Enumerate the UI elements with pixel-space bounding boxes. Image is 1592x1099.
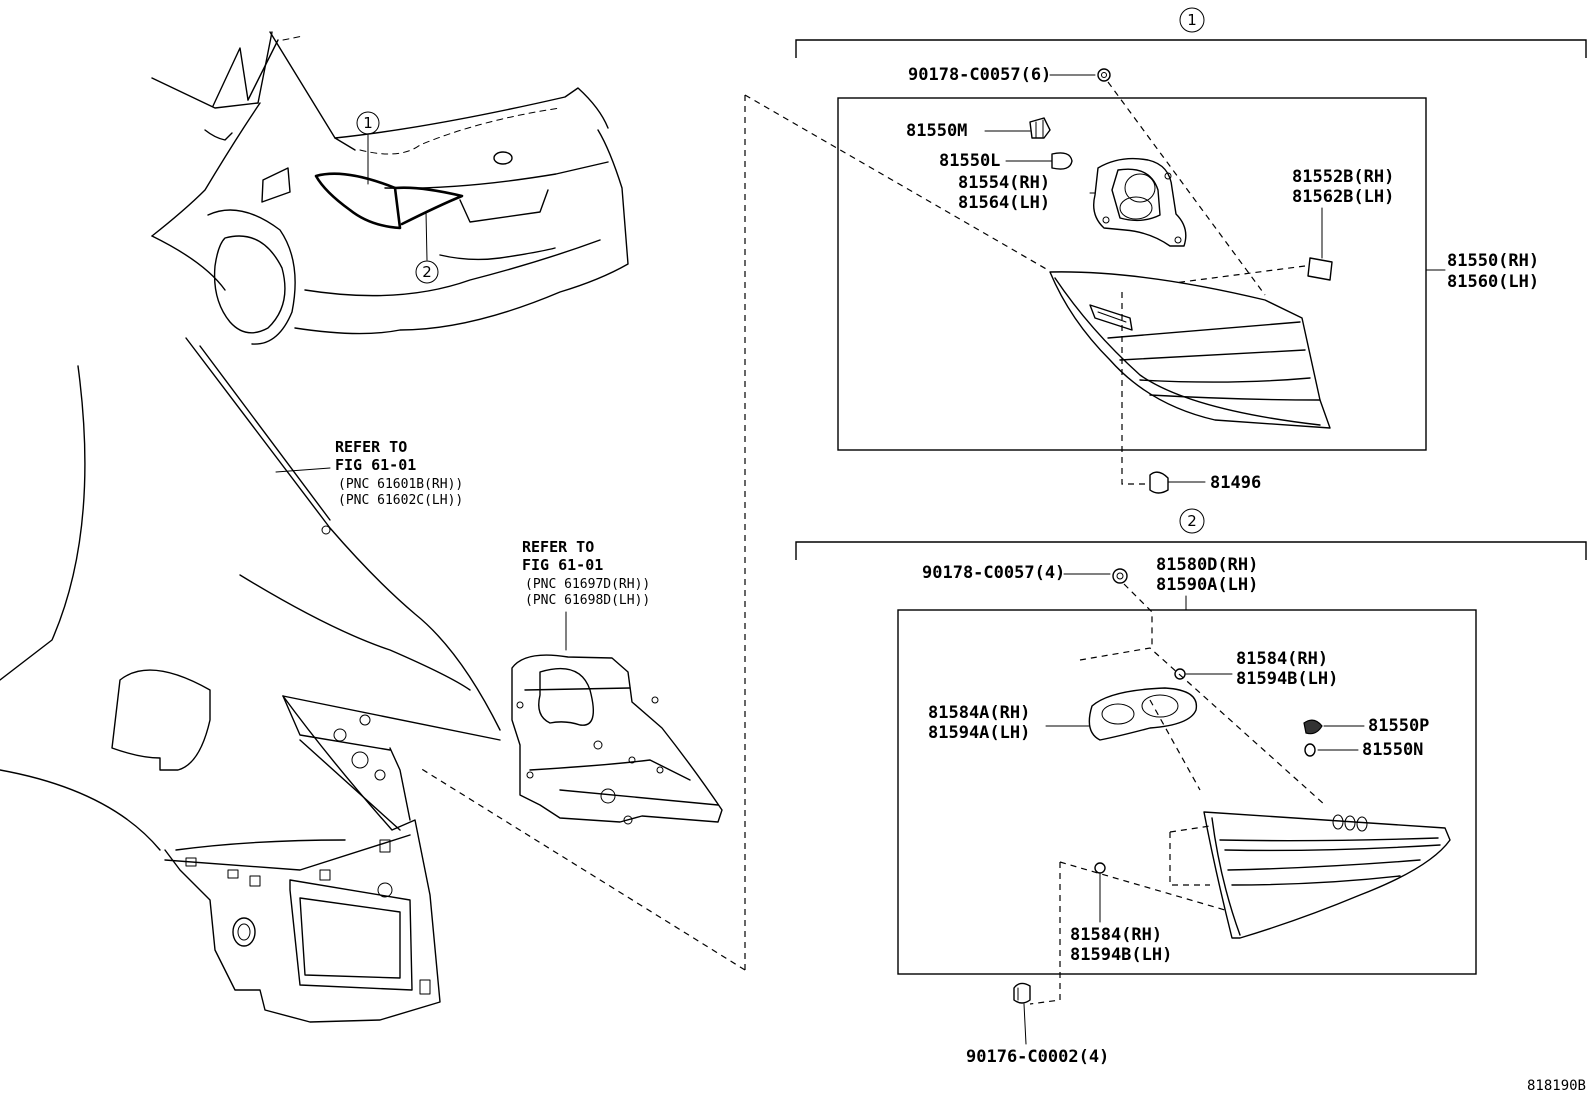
callout-2-group: 2 xyxy=(1187,512,1197,530)
part-label-90178-c0057-4: 90178-C0057(4) xyxy=(922,563,1065,583)
svg-text:FIG 61-01: FIG 61-01 xyxy=(335,456,416,474)
part-label-81550n: 81550N xyxy=(1362,740,1423,760)
svg-text:REFER TO: REFER TO xyxy=(335,438,407,456)
svg-text:(PNC 61602C(LH)): (PNC 61602C(LH)) xyxy=(338,493,463,508)
part-label-81550m: 81550M xyxy=(906,121,967,141)
part-label-81590a-lh: 81590A(LH) xyxy=(1156,575,1258,595)
part-label-81584a-rh: 81584A(RH) xyxy=(928,703,1030,723)
part-label-81562b-lh: 81562B(LH) xyxy=(1292,187,1394,207)
car-rear-illustration: 1 2 xyxy=(151,31,629,345)
svg-text:FIG 61-01: FIG 61-01 xyxy=(522,556,603,574)
figure-code: 818190B xyxy=(1527,1078,1586,1094)
svg-text:(PNC 61601B(RH)): (PNC 61601B(RH)) xyxy=(338,477,463,492)
part-label-81550-rh: 81550(RH) xyxy=(1447,251,1539,271)
part-label-81580d-rh: 81580D(RH) xyxy=(1156,555,1258,575)
part-label-81554-rh: 81554(RH) xyxy=(958,173,1050,193)
part-label-81550l: 81550L xyxy=(939,151,1000,171)
reference-note-2: REFER TO FIG 61-01 (PNC 61697D(RH)) (PNC… xyxy=(522,538,650,608)
part-label-81552b-rh: 81552B(RH) xyxy=(1292,167,1394,187)
part-label-81584-rh: 81584(RH) xyxy=(1236,649,1328,669)
reference-note-1: REFER TO FIG 61-01 (PNC 61601B(RH)) (PNC… xyxy=(275,438,463,508)
part-label-90176-c0002-4: 90176-C0002(4) xyxy=(966,1047,1109,1067)
part-label-81594b-lh: 81594B(LH) xyxy=(1236,669,1338,689)
part-label-81550p: 81550P xyxy=(1368,716,1429,736)
part-label-81584-rh-lower: 81584(RH) xyxy=(1070,925,1162,945)
callout-1-group: 1 xyxy=(1187,11,1197,29)
callout-2-car: 2 xyxy=(422,263,432,281)
rear-inner-bracket-illustration xyxy=(511,611,723,825)
part-label-81594b-lh-lower: 81594B(LH) xyxy=(1070,945,1172,965)
part-label-81564-lh: 81564(LH) xyxy=(958,193,1050,213)
assembly-group-2: 2 90178-C0057(4) 81580D(RH) 81590A(LH) 8… xyxy=(795,508,1587,1067)
callout-1-car: 1 xyxy=(363,114,373,132)
part-label-81496: 81496 xyxy=(1210,473,1261,493)
part-label-90178-c0057-6: 90178-C0057(6) xyxy=(908,65,1051,85)
part-label-81560-lh: 81560(LH) xyxy=(1447,272,1539,292)
svg-text:(PNC 61697D(RH)): (PNC 61697D(RH)) xyxy=(525,577,650,592)
svg-text:REFER TO: REFER TO xyxy=(522,538,594,556)
svg-text:(PNC 61698D(LH)): (PNC 61698D(LH)) xyxy=(525,593,650,608)
assembly-group-1: 1 90178-C0057(6) 81550M 81550L 81554(RH)… xyxy=(795,7,1587,494)
quarter-panel-illustration xyxy=(0,337,501,1023)
part-label-81594a-lh: 81594A(LH) xyxy=(928,723,1030,743)
